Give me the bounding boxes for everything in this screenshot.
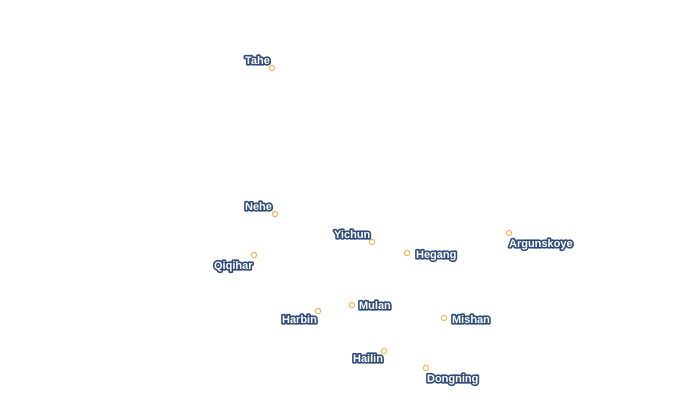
city-label-yichun: Yichun (334, 229, 371, 241)
city-marker-mishan[interactable] (440, 314, 448, 322)
city-marker-tahe[interactable] (268, 64, 276, 72)
city-marker-harbin[interactable] (314, 307, 322, 315)
city-marker-argunskoye[interactable] (505, 229, 513, 237)
city-label-qiqihar: Qiqihar (214, 260, 253, 272)
city-label-mishan: Mishan (452, 314, 490, 326)
city-marker-hailin[interactable] (380, 347, 388, 355)
city-marker-qiqihar[interactable] (250, 251, 258, 259)
city-label-dongning: Dongning (427, 373, 478, 385)
city-marker-yichun[interactable] (368, 238, 376, 246)
city-label-hegang: Hegang (416, 249, 456, 261)
city-label-mulan: Mulan (359, 300, 391, 312)
city-label-argunskoye: Argunskoye (509, 238, 573, 250)
city-marker-hegang[interactable] (403, 249, 411, 257)
city-label-harbin: Harbin (282, 314, 317, 326)
city-marker-mulan[interactable] (348, 301, 356, 309)
city-label-nehe: Nehe (245, 201, 272, 213)
city-marker-nehe[interactable] (271, 210, 279, 218)
city-label-hailin: Hailin (353, 353, 383, 365)
city-marker-dongning[interactable] (422, 364, 430, 372)
city-label-tahe: Tahe (245, 55, 270, 67)
